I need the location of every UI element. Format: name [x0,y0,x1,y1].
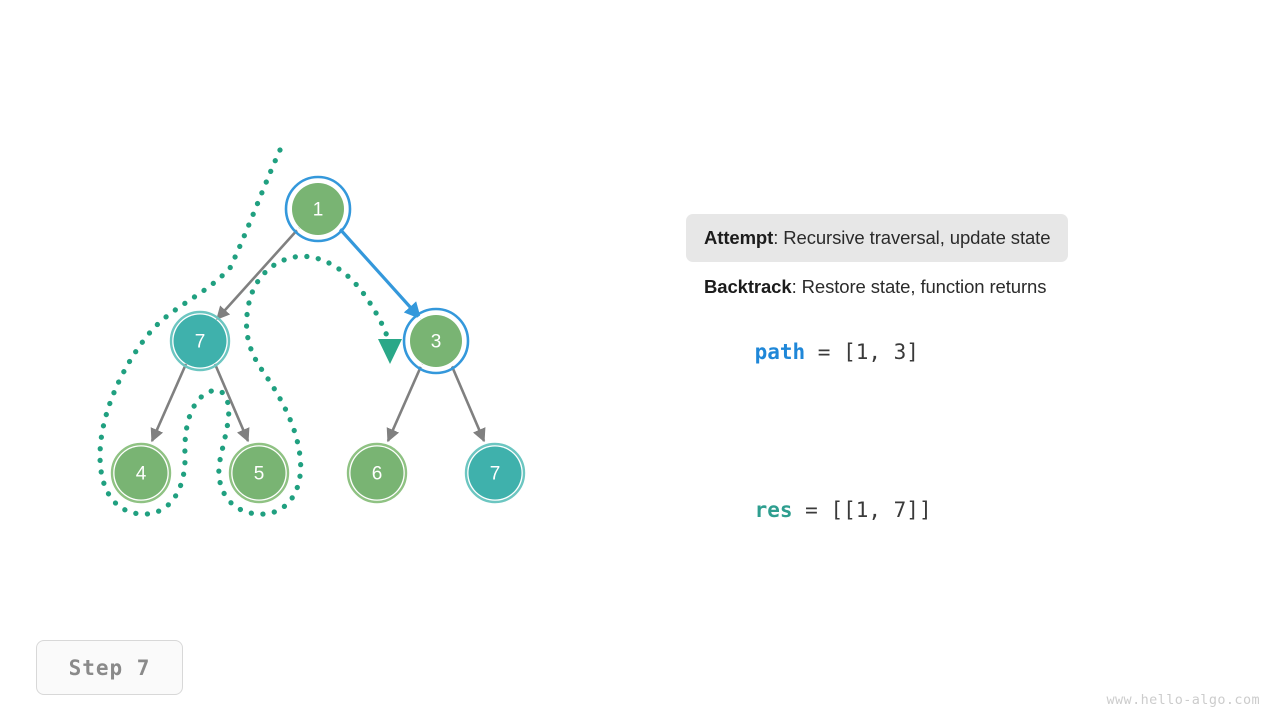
attempt-row: Attempt: Recursive traversal, update sta… [686,214,1069,263]
backtrack-trail [97,147,402,517]
node-3-highlight-ring [402,307,470,375]
res-equals: = [792,498,831,523]
node-4-body [114,446,168,500]
node-5-ring [228,442,290,504]
node-6-body [350,446,404,500]
watermark: www.hello-algo.com [1107,692,1261,708]
res-value: [[1, 7]] [830,498,932,523]
node-4-ring [110,442,172,504]
node-1-body [292,183,344,235]
watermark-text: www.hello-algo.com [1106,692,1260,708]
path-value: [1, 3] [843,340,919,365]
edge-7-to-4 [150,363,188,443]
edge-1-to-7 [216,227,300,321]
node-7-right-ring [464,442,526,504]
tree-node-7-left[interactable]: 7 [169,310,231,372]
trail-down-triangle-icon [378,339,402,364]
node-3-body [410,315,462,367]
path-variable-name: path [754,340,806,365]
backtrack-row: Backtrack: Restore state, function retur… [686,262,1064,302]
node-1-highlight-ring [284,175,352,243]
node-3-gap-ring [406,311,466,371]
step-badge: Step 7 [36,640,183,695]
node-7-right-body [468,446,522,500]
edge-1-to-3 [337,226,422,320]
node-5-body [232,446,286,500]
tree-edges [150,226,486,443]
res-variable-name: res [754,498,793,523]
info-panel: Attempt: Recursive traversal, update sta… [686,214,1206,546]
res-state-row: res = [[1, 7]] [686,474,1206,546]
attempt-lead: Attempt [704,227,774,248]
backtrack-lead: Backtrack [704,276,792,298]
backtrack-text: : Restore state, function returns [791,276,1047,298]
path-state-row: path = [1, 3] [686,316,1206,388]
tree-node-4[interactable]: 4 [110,442,172,504]
node-7-left-ring [169,310,231,372]
attempt-text: : Recursive traversal, update state [773,227,1051,248]
tree-node-1[interactable]: 1 [284,175,352,243]
tree-node-3[interactable]: 3 [402,307,470,375]
node-7-left-body [173,314,227,368]
tree-diagram: 1 7 3 4 5 6 7 [97,147,526,517]
tree-node-5[interactable]: 5 [228,442,290,504]
node-1-gap-ring [288,179,348,239]
tree-node-7-right[interactable]: 7 [464,442,526,504]
step-badge-label: Step 7 [68,655,151,680]
edge-3-to-7 [449,363,486,443]
tree-node-6[interactable]: 6 [346,442,408,504]
backtrack-trail-path [97,147,392,517]
edge-7-to-5 [213,363,250,443]
path-equals: = [805,340,844,365]
edge-3-to-6 [386,363,424,443]
node-6-ring [346,442,408,504]
